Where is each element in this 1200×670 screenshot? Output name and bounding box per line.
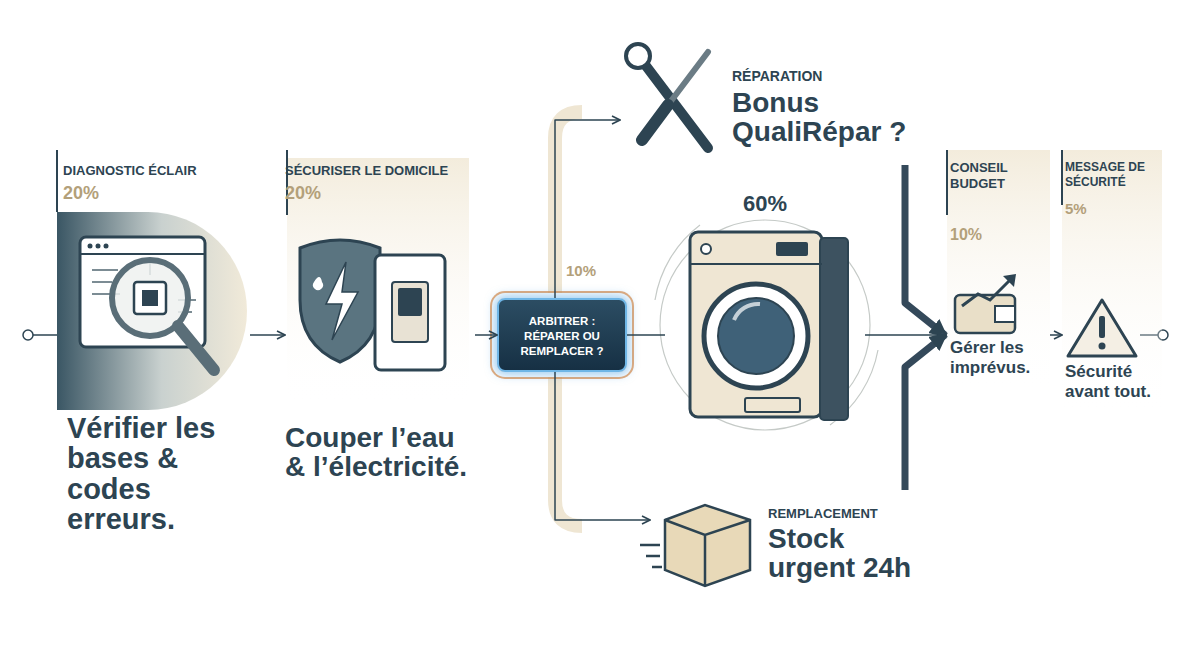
warning-icon <box>1068 300 1136 356</box>
step-column: SÉCURISER LE DOMICILE 20% Couper l’eau & l… <box>285 155 475 525</box>
wrench-screwdriver-icon <box>626 44 708 148</box>
node-text: 10% <box>950 226 1030 244</box>
browser-magnifier-icon <box>80 237 214 370</box>
step-column: DIAGNOSTIC ÉCLAIR20%Vérifier les bases &… <box>55 155 250 525</box>
node-text: Bonus QualiRépar ? <box>732 88 912 147</box>
flow-connector <box>250 334 285 336</box>
decision-box: ARBITRER : RÉPARER OU REMPLACER ? <box>497 298 627 372</box>
step-column: MESSAGE DE SÉCURITÉ 5% Sécurité avant tout… <box>1062 150 1170 415</box>
node-text: Gérer les imprévus. <box>950 338 1050 379</box>
node-heading: SÉCURISER LE DOMICILE <box>285 163 475 179</box>
node-text: 5% <box>1065 200 1145 217</box>
step-column: CONSEIL BUDGET 10% Gérer les imprévus. <box>945 150 1050 390</box>
node-text: 20% <box>63 183 163 204</box>
node-text: ARBITRER : RÉPARER OU REMPLACER ? <box>505 314 619 359</box>
washing-machine-illustration <box>655 220 878 430</box>
node-text: 60% <box>665 192 865 216</box>
shield-switch-icon <box>300 240 445 370</box>
washing-machine-node: 60% <box>665 190 865 440</box>
flow-connector <box>555 120 620 298</box>
node-heading: MESSAGE DE SÉCURITÉ <box>1065 160 1170 190</box>
branch-replace: REMPLACEMENT Stock urgent 24h <box>650 490 920 595</box>
parcel-icon <box>640 505 750 586</box>
node-heading: RÉPARATION <box>732 68 912 85</box>
percent-label: 10% <box>566 262 596 279</box>
node-text: 20% <box>285 183 385 204</box>
node-text: Vérifier les bases & codes erreurs. <box>67 413 252 535</box>
branch-repair: RÉPARATION Bonus QualiRépar ? <box>620 40 915 165</box>
column-backgrounds <box>57 112 1162 526</box>
flow-connector <box>905 165 945 335</box>
node-heading: REMPLACEMENT <box>768 506 918 522</box>
flow-connector <box>555 372 650 520</box>
flow-connector <box>905 335 945 490</box>
node-text: Stock urgent 24h <box>768 524 923 583</box>
start-terminal <box>23 330 57 340</box>
wallet-icon <box>955 274 1016 333</box>
node-heading: DIAGNOSTIC ÉCLAIR <box>63 163 248 179</box>
flow-connector <box>865 334 945 336</box>
flow-connector <box>1050 334 1062 336</box>
node-text: Couper l’eau & l’électricité. <box>285 423 475 482</box>
node-text: Sécurité avant tout. <box>1065 362 1170 403</box>
flow-connector <box>475 334 497 336</box>
node-heading: CONSEIL BUDGET <box>950 160 1050 193</box>
flow-connector <box>627 334 665 336</box>
